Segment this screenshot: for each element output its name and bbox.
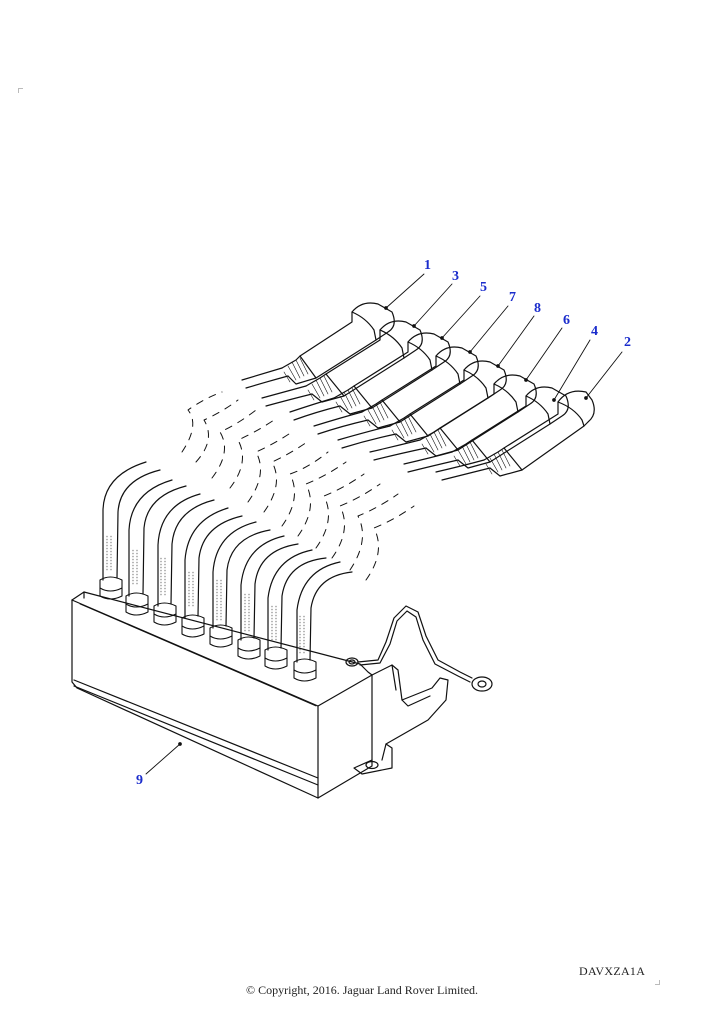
crop-mark-bottom-right — [655, 980, 660, 985]
callout-5: 5 — [480, 280, 487, 295]
boot-3 — [261, 320, 423, 407]
diagram-reference-code: DAVXZA1A — [579, 964, 646, 978]
leader-lines — [145, 273, 623, 775]
boot-8 — [337, 360, 507, 449]
callout-8: 8 — [534, 301, 541, 316]
spark-plug-boots — [241, 302, 595, 481]
callout-2: 2 — [624, 335, 631, 350]
copyright-notice: © Copyright, 2016. Jaguar Land Rover Lim… — [245, 983, 479, 997]
callout-6: 6 — [563, 313, 570, 328]
mounting-bracket — [353, 664, 449, 775]
box-leads — [99, 461, 353, 682]
callout-1: 1 — [424, 258, 431, 273]
distributor-box — [71, 591, 373, 799]
break-lines — [181, 391, 415, 581]
callout-7: 7 — [509, 290, 516, 305]
crop-mark-top-left — [18, 88, 23, 93]
callout-9: 9 — [136, 773, 143, 788]
earth-lead — [345, 605, 493, 692]
callout-3: 3 — [452, 269, 459, 284]
callout-4: 4 — [591, 324, 598, 339]
boot-2 — [435, 390, 595, 481]
